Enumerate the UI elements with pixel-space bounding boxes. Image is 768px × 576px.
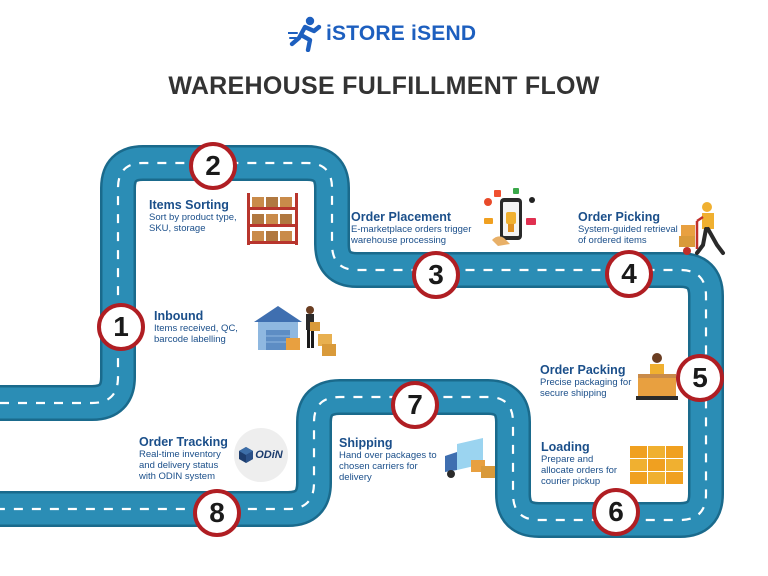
step-5-badge: 5	[676, 354, 724, 402]
step-3-title: Order Placement	[351, 210, 452, 224]
page-title: WAREHOUSE FULFILLMENT FLOW	[168, 72, 600, 100]
brand-name: iSTORE iSEND	[326, 22, 477, 45]
step-1-desc: Items received, QC, barcode labelling	[154, 323, 238, 345]
step-6-text: Loading Prepare and allocate orders for …	[541, 440, 617, 487]
step-3-text: Order Placement E-marketplace orders tri…	[351, 210, 471, 246]
step-8-title: Order Tracking	[139, 435, 228, 449]
delivery-truck-icon	[445, 438, 495, 478]
step-2-desc: Sort by product type, SKU, storage	[149, 212, 237, 234]
smartphone-order-icon	[484, 188, 536, 246]
step-5-text: Order Packing Precise packaging for secu…	[540, 363, 631, 399]
step-1-text: Inbound Items received, QC, barcode labe…	[154, 309, 238, 345]
step-4-desc: System-guided retrieval of ordered items	[578, 224, 678, 246]
hand-truck-worker-icon	[679, 202, 725, 255]
step-7-desc: Hand over packages to chosen carriers fo…	[339, 450, 437, 483]
step-3-desc: E-marketplace orders trigger warehouse p…	[351, 224, 472, 246]
step-3-badge: 3	[412, 251, 460, 299]
step-5-desc: Precise packaging for secure shipping	[540, 377, 632, 399]
step-1-title: Inbound	[154, 309, 204, 323]
step-8-text: Order Tracking Real-time inventory and d…	[139, 435, 228, 482]
runner-icon	[288, 16, 322, 52]
step-2-text: Items Sorting Sort by product type, SKU,…	[149, 198, 237, 234]
step-4-text: Order Picking System-guided retrieval of…	[578, 210, 678, 246]
warehouse-worker-icon	[254, 306, 336, 356]
step-2-title: Items Sorting	[149, 198, 229, 212]
step-7-text: Shipping Hand over packages to chosen ca…	[339, 436, 437, 483]
step-6-badge: 6	[592, 488, 640, 536]
odin-label: ODiN	[255, 449, 283, 461]
pallet-boxes-icon	[630, 446, 683, 484]
packing-worker-icon	[636, 353, 678, 400]
step-6-desc: Prepare and allocate orders for courier …	[541, 454, 618, 487]
cube-icon	[239, 447, 254, 463]
step-8-desc: Real-time inventory and delivery status …	[139, 449, 221, 482]
step-6-title: Loading	[541, 440, 590, 454]
step-1-badge: 1	[97, 303, 145, 351]
brand-logo: iSTORE iSEND	[288, 14, 476, 54]
shelving-icon	[247, 193, 298, 245]
odin-logo-icon: ODiN	[234, 428, 288, 482]
step-4-badge: 4	[605, 250, 653, 298]
step-7-title: Shipping	[339, 436, 393, 450]
step-7-badge: 7	[391, 381, 439, 429]
step-5-title: Order Packing	[540, 363, 626, 377]
step-4-title: Order Picking	[578, 210, 660, 224]
step-2-badge: 2	[189, 142, 237, 190]
step-8-badge: 8	[193, 489, 241, 537]
